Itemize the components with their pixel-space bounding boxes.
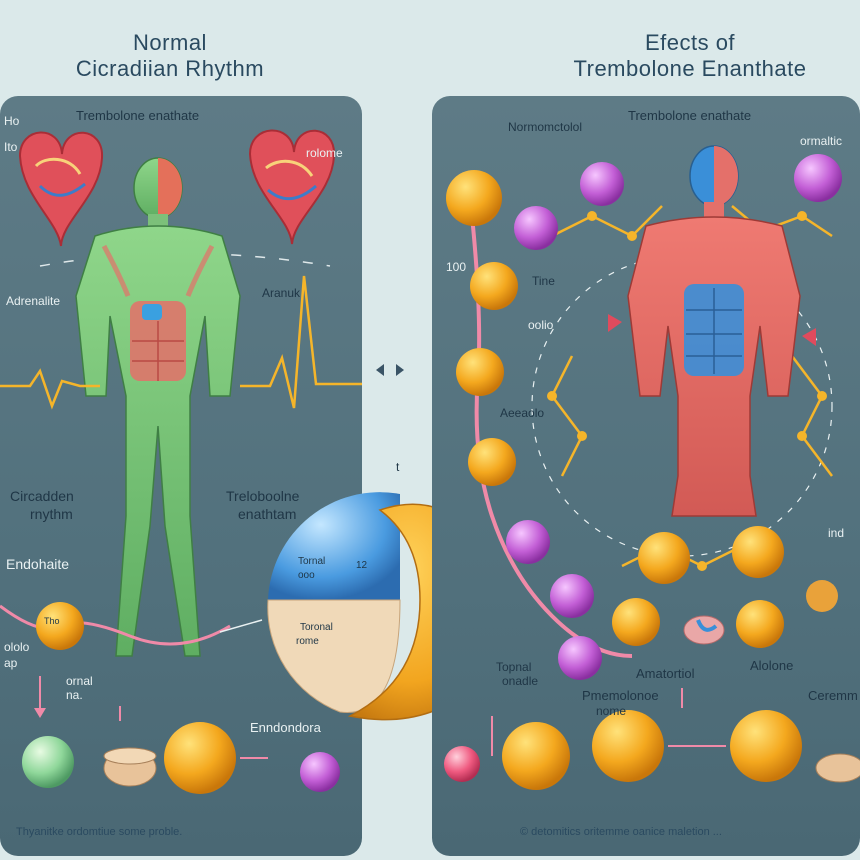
chain-ball-15 xyxy=(806,580,838,612)
hormone-ball-large xyxy=(164,722,236,794)
right-panel-illustration xyxy=(444,145,860,790)
bottom-label: Enndondora xyxy=(250,720,321,735)
label-ho: Ho xyxy=(4,114,20,128)
label-ornal: ornal xyxy=(66,674,93,688)
chain-ball-14 xyxy=(794,154,842,202)
label-ind: ind xyxy=(828,526,845,540)
heart-icon-right xyxy=(248,129,336,245)
label-aranuk: Aranuk xyxy=(262,286,301,300)
sphere-blue-label-1: Tornal xyxy=(298,556,326,567)
label-oolio: oolio xyxy=(528,318,554,332)
left-panel: Trembolone enathate Ho Ito rolome Adrena… xyxy=(0,96,362,856)
chain-ball-10 xyxy=(732,526,784,578)
chain-ball-7 xyxy=(506,520,550,564)
label-ololo: ololo xyxy=(4,640,30,654)
bottom-ball-2 xyxy=(592,710,664,782)
label-topnal: Topnal xyxy=(496,660,532,674)
pink-ball xyxy=(444,746,480,782)
label-aeolo: Aeeaolo xyxy=(500,406,545,420)
chain-ball-13 xyxy=(558,636,602,680)
right-top-label: Trembolone enathate xyxy=(628,108,752,123)
right-title-line2: Trembolone Enanthate xyxy=(573,56,807,81)
label-aloione: Alolone xyxy=(750,658,794,673)
label-adrenalite: Adrenalite xyxy=(6,294,61,308)
label-100: 100 xyxy=(446,260,467,274)
label-rolome: rolome xyxy=(306,146,343,160)
right-title: Efects of Trembolone Enanthate xyxy=(520,30,860,82)
left-panel-illustration xyxy=(0,129,362,794)
center-mark: t xyxy=(396,460,400,474)
label-circadian-2: rnythm xyxy=(30,506,73,522)
label-circadian-1: Circadden xyxy=(10,488,74,504)
footer-left: Thyanitke ordomtiue some proble. xyxy=(16,826,183,838)
heart-icon-left xyxy=(18,131,104,247)
human-body-red xyxy=(627,145,801,517)
bottom-ball-1 xyxy=(502,722,570,790)
left-title-line2: Cicradiian Rhythm xyxy=(75,56,265,81)
chain-ball-8 xyxy=(550,574,594,618)
label-normo: Normomctolol xyxy=(508,120,583,134)
label-endohaite: Endohaite xyxy=(6,556,70,572)
label-cerem: Ceremm xyxy=(808,688,858,703)
label-tine: Tine xyxy=(532,274,555,288)
bottom-ball-3 xyxy=(730,710,802,782)
sphere-beige-label-1: Toronal xyxy=(300,622,333,633)
hormone-ball xyxy=(36,602,84,650)
left-title: Normal Cicradiian Rhythm xyxy=(20,30,320,82)
footer-right: © detomitics oritemme oanice maletion ..… xyxy=(520,826,722,838)
label-ap: ap xyxy=(4,656,18,670)
chain-ball-2 xyxy=(514,206,558,250)
label-ormaltic: ormaltic xyxy=(800,134,843,148)
right-panel: Trembolone enathate Normomctolol ormalti… xyxy=(432,96,860,856)
pulse-line xyxy=(0,368,100,410)
chain-ball-9 xyxy=(638,532,690,584)
chain-ball-12 xyxy=(736,600,784,648)
left-top-label: Trembolone enathate xyxy=(76,108,200,123)
chain-ball-1 xyxy=(446,170,502,226)
right-title-line1: Efects of xyxy=(644,30,736,55)
left-title-line1: Normal xyxy=(133,30,207,55)
label-topnal-2: onadle xyxy=(502,674,539,688)
chain-ball-6 xyxy=(468,438,516,486)
label-tren-1: Treloboolne xyxy=(226,488,300,504)
sphere-beige-label-2: rome xyxy=(296,636,319,647)
sphere-blue-label-3: 12 xyxy=(356,560,368,571)
green-ball xyxy=(22,736,74,788)
ball-label-tho: Tho xyxy=(44,616,60,626)
sphere-blue-label-2: ooo xyxy=(298,570,315,581)
chain-ball-5 xyxy=(456,348,504,396)
organ-cluster-icon xyxy=(683,615,725,645)
label-ito: Ito xyxy=(4,140,18,154)
chain-ball-11 xyxy=(612,598,660,646)
chain-ball-3 xyxy=(580,162,624,206)
label-tren-2: enathtam xyxy=(238,506,297,522)
label-pmolone: Pmemolonoe xyxy=(582,688,659,703)
label-amato: Amatortiol xyxy=(636,666,695,681)
label-ornal-sub: na. xyxy=(66,688,83,702)
chain-ball-4 xyxy=(470,262,518,310)
human-body-green xyxy=(75,157,241,657)
label-pmolone-2: nome xyxy=(596,704,627,718)
purple-ball xyxy=(300,752,340,792)
